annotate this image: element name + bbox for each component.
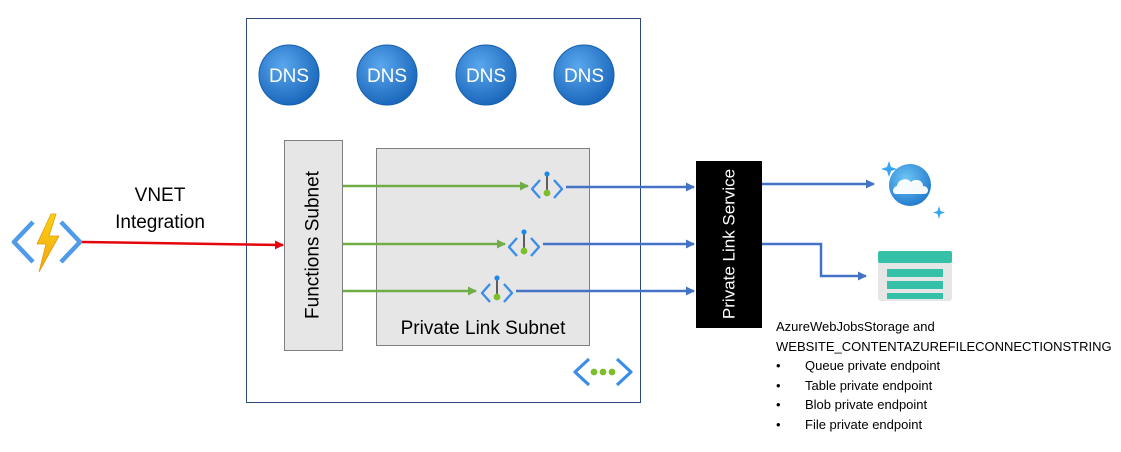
dns-label: DNS <box>564 66 604 87</box>
functions-subnet-label: Functions Subnet <box>303 170 324 319</box>
dns-icon: DNS <box>553 44 615 106</box>
service-arrow <box>762 242 867 281</box>
virtual-network-icon <box>573 357 633 387</box>
private-endpoint-icon <box>480 275 514 303</box>
endpoint-list-item: File private endpoint <box>776 415 1112 435</box>
functions-subnet <box>284 140 343 351</box>
endpoint-list-item: Table private endpoint <box>776 376 1112 396</box>
storage-account-icon <box>878 251 952 301</box>
dns-label: DNS <box>269 66 309 87</box>
dns-label: DNS <box>466 66 506 87</box>
cosmos-db-icon <box>881 161 945 219</box>
private-link-service-label: Private Link Service <box>720 169 739 319</box>
dns-label: DNS <box>367 66 407 87</box>
endpoint-list-item: Queue private endpoint <box>776 356 1112 376</box>
dns-icon: DNS <box>455 44 517 106</box>
endpoint-list: Queue private endpoint Table private end… <box>776 356 1112 434</box>
storage-notes-line1: AzureWebJobsStorage and <box>776 319 935 334</box>
storage-notes: AzureWebJobsStorage and WEBSITE_CONTENTA… <box>776 317 1112 434</box>
dns-icon: DNS <box>356 44 418 106</box>
vnet-label-line2: Integration <box>115 212 205 233</box>
private-endpoint-icon <box>507 229 541 257</box>
dns-icon: DNS <box>258 44 320 106</box>
azure-function-icon <box>11 213 83 273</box>
vnet-label-line1: VNET <box>134 185 186 206</box>
private-link-subnet <box>376 148 590 346</box>
private-endpoint-icon <box>530 171 564 199</box>
private-link-subnet-label: Private Link Subnet <box>401 318 566 339</box>
endpoint-list-item: Blob private endpoint <box>776 395 1112 415</box>
private-link-service <box>696 161 762 328</box>
vnet-integration-label: VNET Integration <box>90 182 230 236</box>
vnet-integration-arrow <box>81 240 284 250</box>
storage-notes-line2: WEBSITE_CONTENTAZUREFILECONNECTIONSTRING <box>776 338 1112 354</box>
